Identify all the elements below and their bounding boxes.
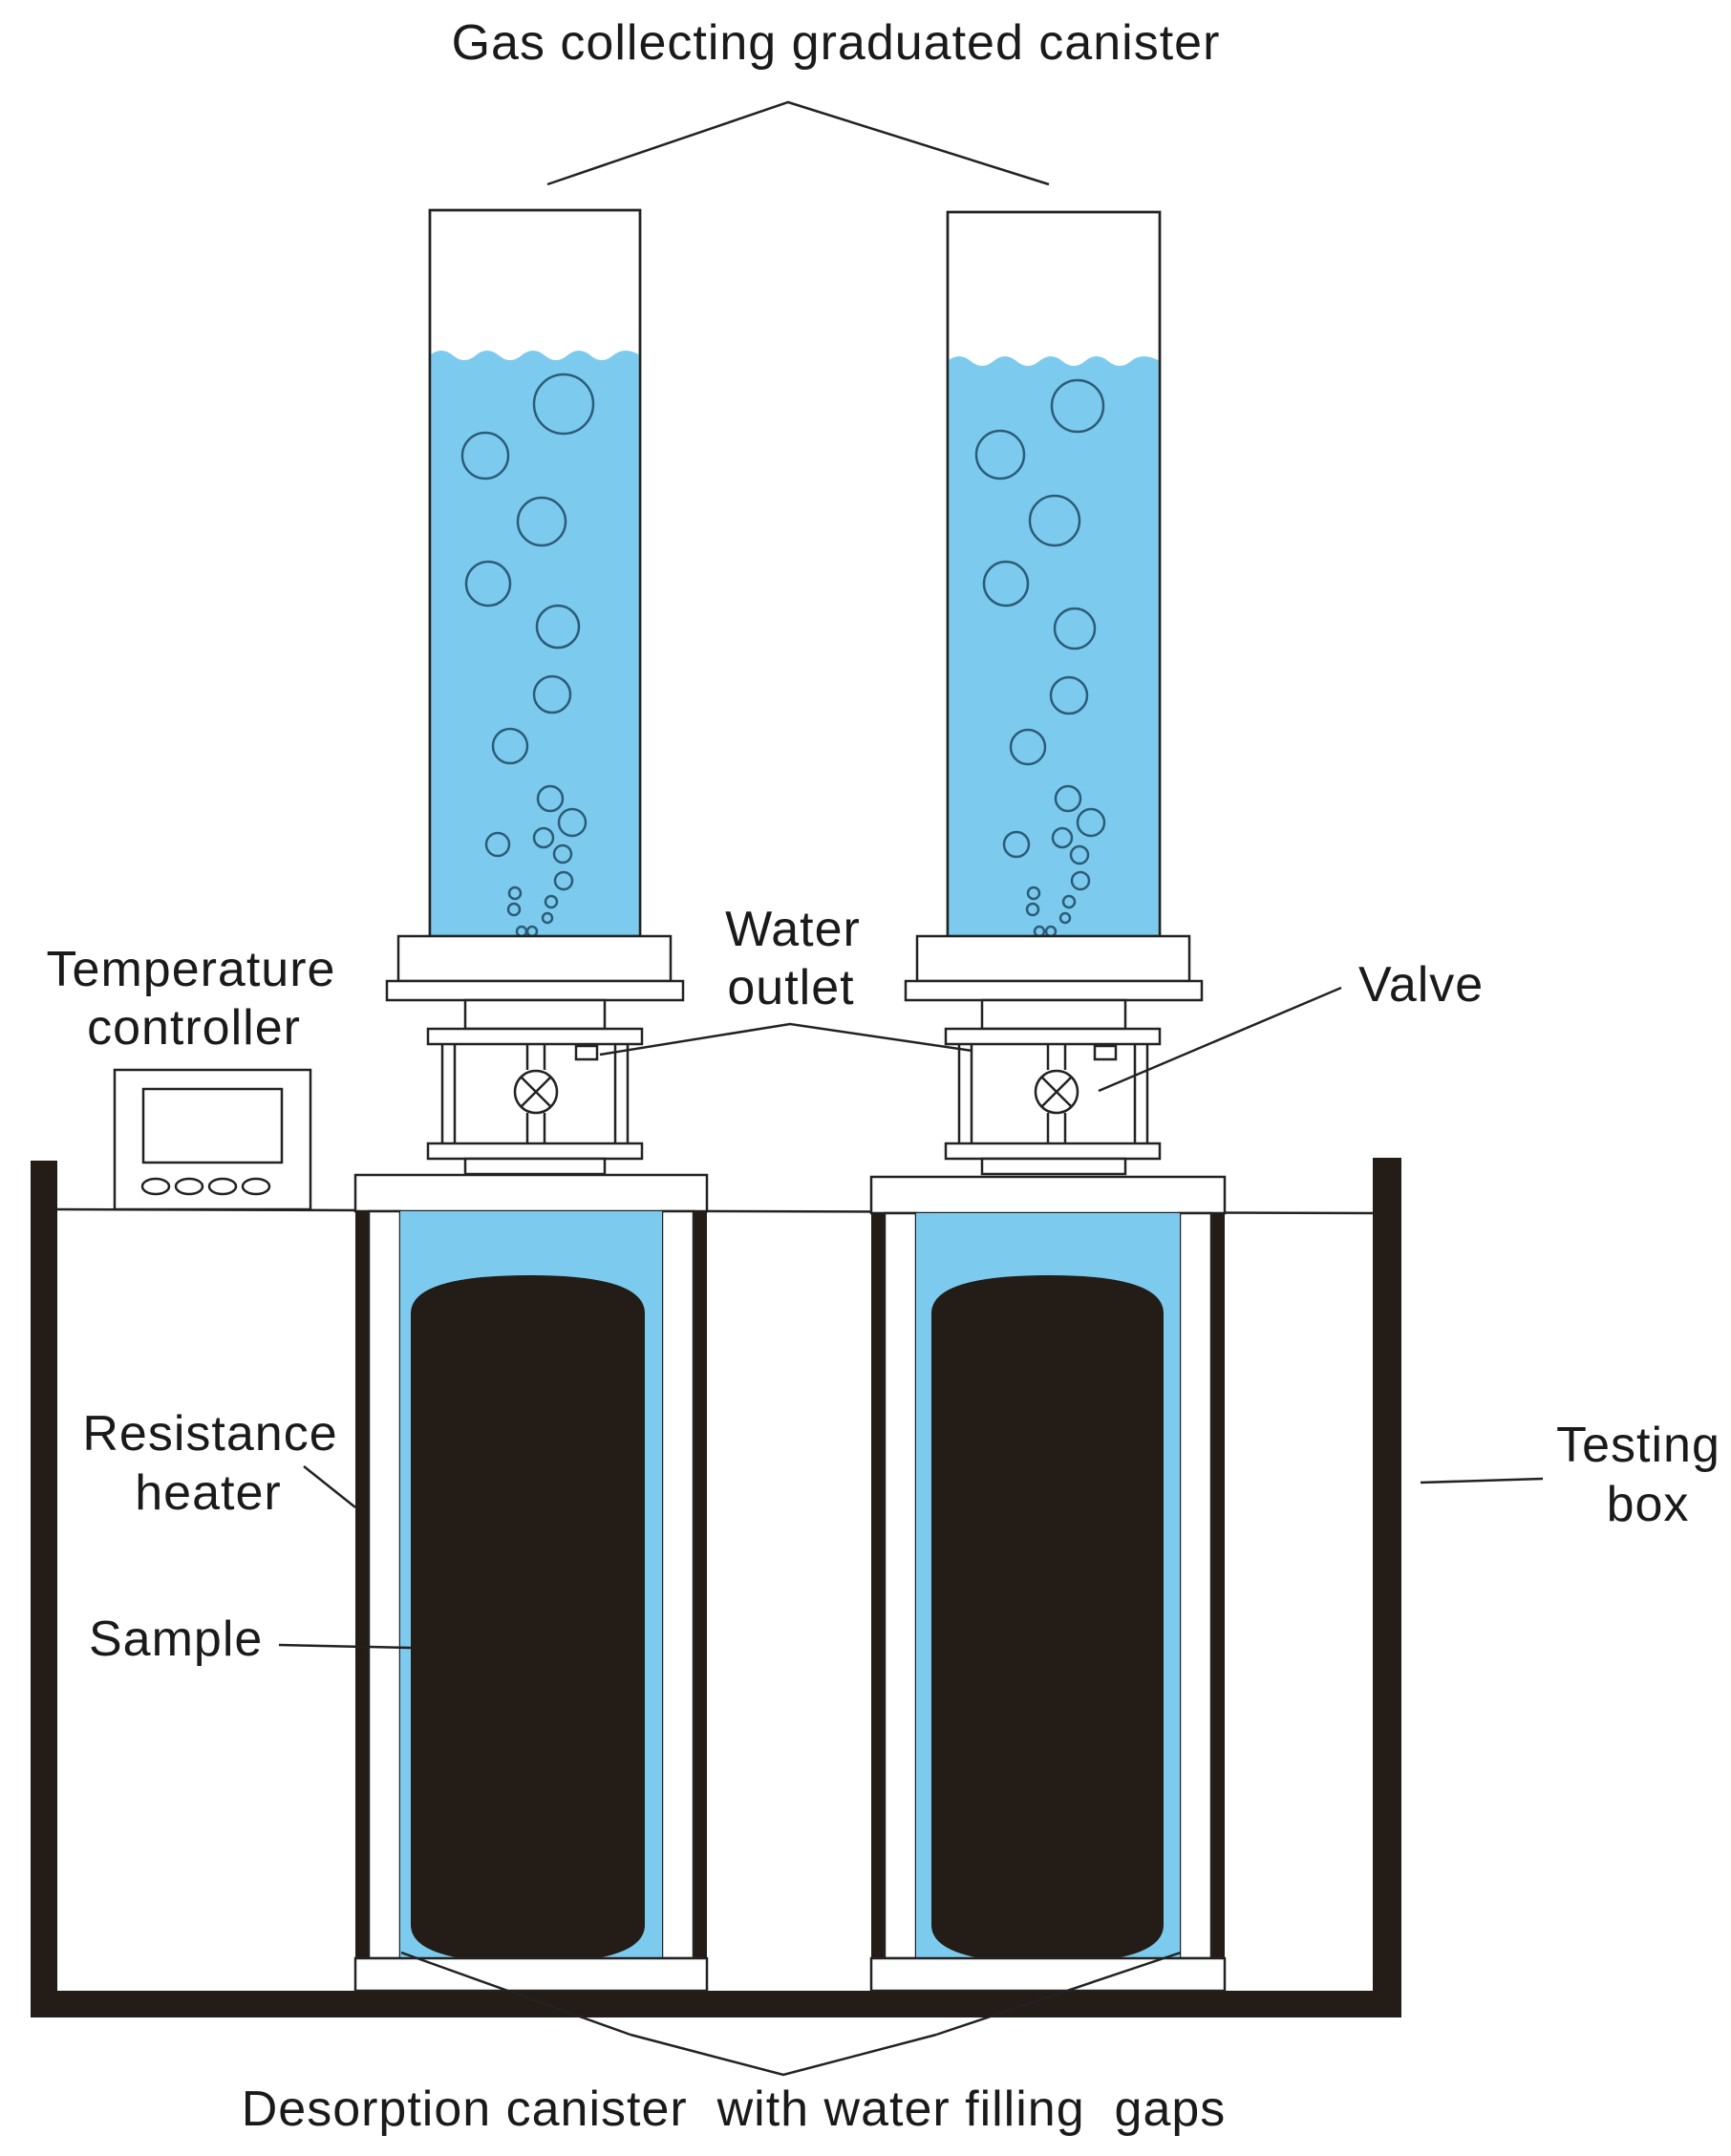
label-desorption: Desorption canister with water filling g… [242,2081,1227,2137]
right-desorption-canister [869,1175,1227,1993]
right-valve-assembly [944,1044,1162,1176]
left-gas-bubbles [460,373,595,938]
label-gas-collecting: Gas collecting graduated canister [452,15,1221,71]
right-valve-icon [1034,1069,1079,1115]
left-canister-base [385,934,685,1046]
label-valve: Valve [1358,957,1484,1013]
left-sample [411,1275,645,1963]
label-temperature-controller-line1: Temperature [47,942,336,997]
label-resistance-heater-line2: heater [135,1465,281,1521]
left-desorption-canister [353,1173,709,1993]
leader-desorption-right [935,1951,1182,2037]
leader-testing-box [1420,1477,1544,1484]
leader-valve [1098,986,1342,1093]
leader-desorption-joint [630,2033,937,2077]
label-temperature-controller-line2: controller [87,1000,301,1056]
leader-gas-collecting [546,100,1050,186]
leader-water-outlet [599,1022,973,1057]
label-testing-box-line1: Testing [1556,1418,1720,1473]
right-canister-base [904,934,1204,1046]
right-gas-canister [946,210,1162,938]
label-testing-box-line2: box [1607,1477,1690,1532]
leader-sample [278,1643,412,1650]
leader-resistance-heater [303,1465,356,1508]
temperature-controller [113,1068,312,1211]
label-water-outlet-line2: outlet [727,960,854,1015]
left-gas-canister [428,208,642,938]
right-sample [931,1275,1164,1963]
label-sample: Sample [89,1612,263,1667]
left-valve-assembly [426,1044,644,1176]
left-valve-icon [513,1069,559,1115]
testing-box [31,1158,1401,2017]
label-water-outlet-line1: Water [725,902,861,957]
leader-desorption-left [400,1951,631,2037]
right-gas-bubbles [974,378,1106,938]
label-resistance-heater-line1: Resistance [82,1406,337,1462]
